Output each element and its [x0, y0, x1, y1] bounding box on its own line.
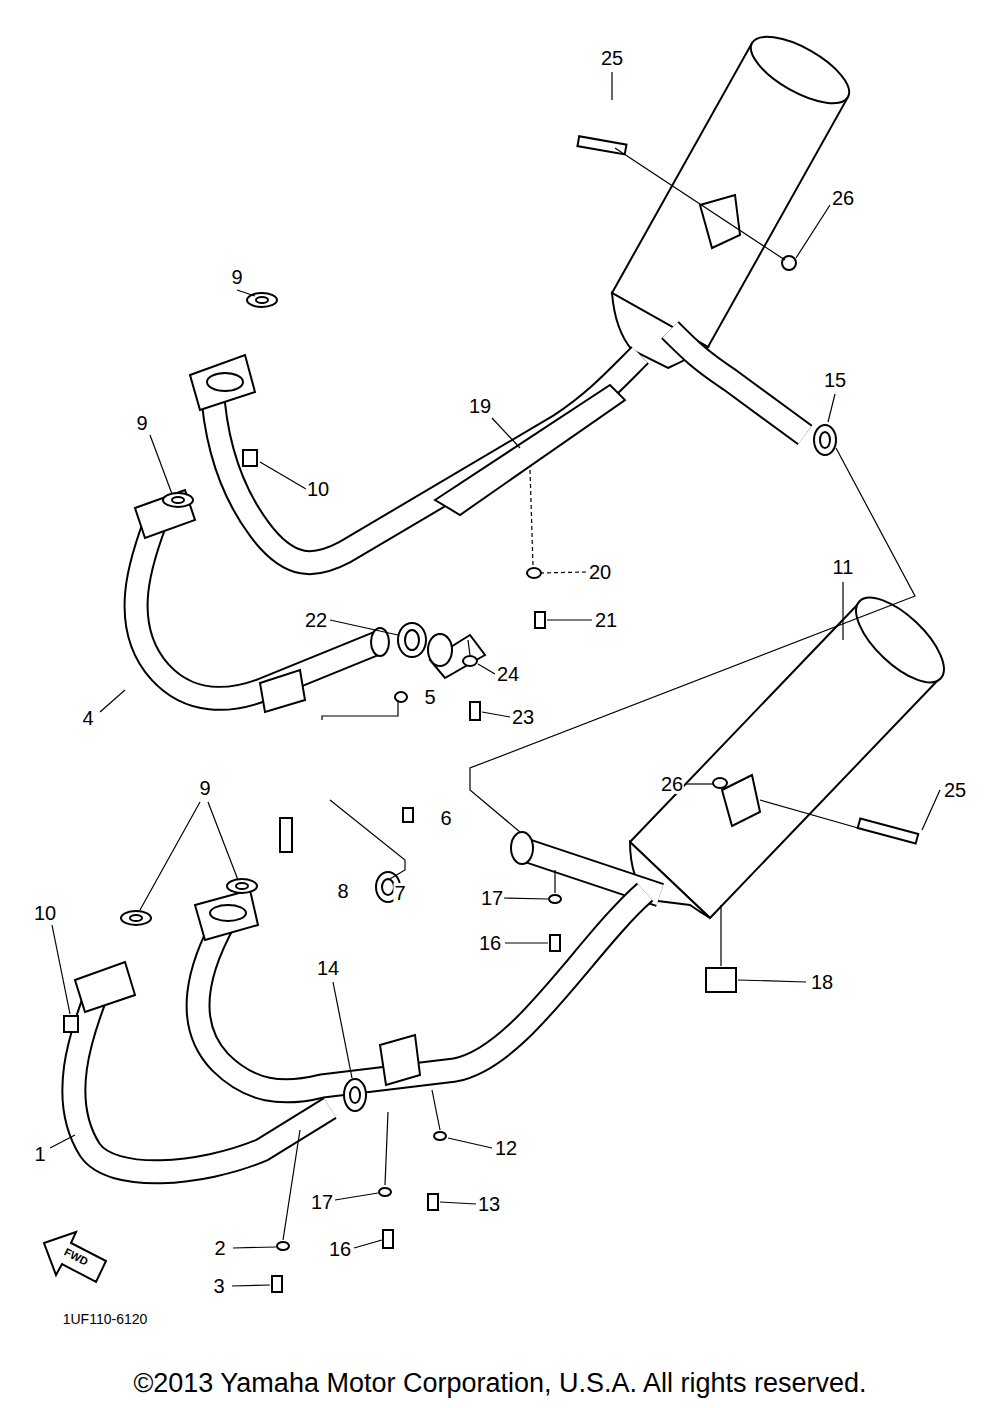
callout-number: 12	[494, 1138, 518, 1158]
callout-number: 22	[304, 610, 328, 630]
callout-number: 13	[477, 1194, 501, 1214]
callout-number: 4	[81, 708, 94, 728]
callout-number: 11	[832, 557, 855, 577]
callout-number: 19	[468, 396, 492, 416]
callout-number: 26	[831, 188, 855, 208]
callout-number: 9	[230, 267, 243, 287]
callout-number: 1	[33, 1144, 46, 1164]
callout-number: 5	[423, 687, 436, 707]
callout-number: 21	[594, 610, 618, 630]
callout-number: 14	[316, 958, 340, 978]
callout-number: 10	[33, 903, 57, 923]
figure-code: 1UF110-6120	[62, 1312, 149, 1326]
callout-number: 17	[480, 888, 504, 908]
callout-number: 7	[393, 883, 406, 903]
callout-number: 23	[511, 707, 535, 727]
callout-number: 6	[439, 808, 452, 828]
callout-number: 26	[660, 774, 684, 794]
callout-number: 8	[336, 881, 349, 901]
callout-number: 2	[213, 1238, 226, 1258]
callout-number: 20	[588, 562, 612, 582]
copyright-caption: ©2013 Yamaha Motor Corporation, U.S.A. A…	[0, 1368, 1000, 1399]
callout-number: 15	[823, 370, 847, 390]
callout-number: 3	[212, 1276, 225, 1296]
callout-number: 25	[943, 780, 967, 800]
callout-number: 24	[496, 664, 520, 684]
callout-number: 25	[600, 48, 624, 68]
callout-number: 9	[135, 413, 148, 433]
callout-number: 17	[310, 1192, 334, 1212]
callout-number: 16	[328, 1239, 352, 1259]
callout-number: 9	[198, 778, 211, 798]
callout-number: 18	[810, 972, 834, 992]
callout-number: 16	[478, 933, 502, 953]
callout-number: 10	[306, 479, 330, 499]
